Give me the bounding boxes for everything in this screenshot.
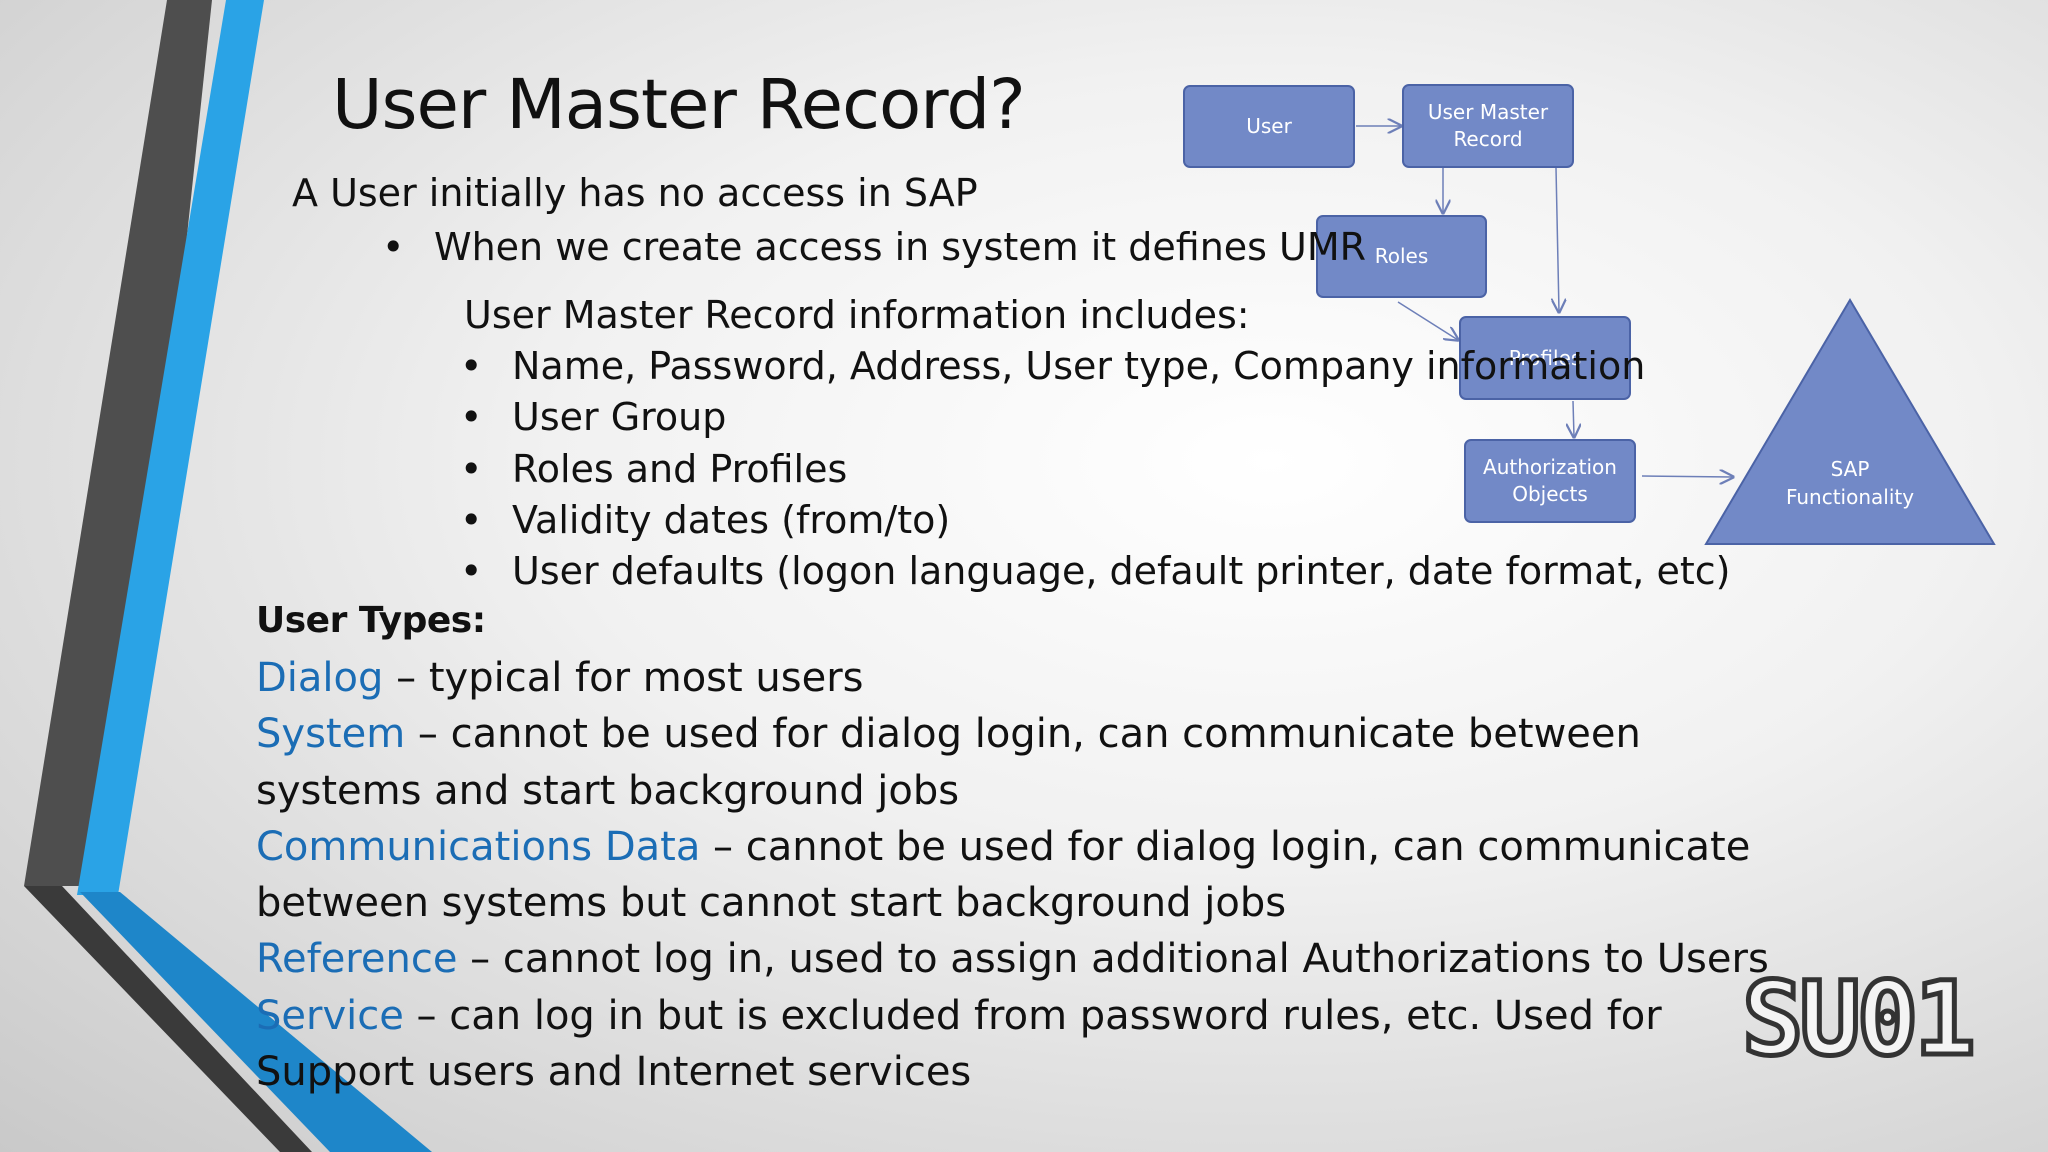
umr-bullet: Roles and Profiles: [460, 444, 1730, 496]
user-type-row: Reference – cannot log in, used to assig…: [256, 931, 1796, 987]
user-type-name: System: [256, 711, 406, 758]
sap-functionality-triangle: [1704, 298, 1996, 545]
slide-title: User Master Record?: [332, 65, 1026, 145]
user-type-desc: – cannot be used for dialog login, can c…: [256, 823, 1751, 927]
umr-bullet: Name, Password, Address, User type, Comp…: [460, 341, 1730, 393]
user-type-desc: – can log in but is excluded from passwo…: [256, 992, 1662, 1096]
user-types-heading: User Types:: [256, 600, 486, 641]
user-type-name: Reference: [256, 936, 458, 983]
dark-stripe: [24, 0, 212, 886]
umr-bullet: Validity dates (from/to): [460, 495, 1730, 547]
umr-intro-text: User Master Record information includes:: [464, 293, 1250, 337]
user-type-name: Communications Data: [256, 823, 701, 870]
node-umr-label: User Master Record: [1427, 100, 1549, 151]
user-type-desc: – cannot log in, used to assign addition…: [457, 936, 1769, 983]
user-type-desc: – typical for most users: [383, 655, 864, 701]
user-types-list: Dialog – typical for most users System –…: [256, 650, 1796, 1100]
transaction-code-badge: SU01: [1740, 960, 1979, 1079]
user-type-row: Communications Data – cannot be used for…: [256, 819, 1796, 932]
sap-functionality-label: SAP Functionality: [1785, 457, 1915, 509]
umr-bullet-list: Name, Password, Address, User type, Comp…: [460, 341, 1730, 598]
user-type-name: Dialog: [256, 655, 384, 701]
user-type-row: System – cannot be used for dialog login…: [256, 706, 1796, 819]
arrow-roles-to-profiles: [1397, 301, 1458, 340]
user-type-name: Service: [256, 992, 404, 1039]
node-roles-label: Roles: [1374, 244, 1429, 268]
node-user: User: [1183, 85, 1355, 168]
blue-diagonal: [80, 892, 432, 1152]
user-type-desc: – cannot be used for dialog login, can c…: [256, 711, 1641, 814]
intro-text: A User initially has no access in SAP: [292, 171, 978, 215]
node-user-label: User: [1246, 114, 1292, 138]
arrow-umr-to-profiles: [1556, 167, 1559, 312]
user-type-row: Service – can log in but is excluded fro…: [256, 988, 1796, 1101]
intro-bullet: When we create access in system it defin…: [382, 222, 1366, 272]
node-user-master-record: User Master Record: [1402, 84, 1574, 168]
user-type-row: Dialog – typical for most users: [256, 650, 1796, 706]
blue-stripe: [77, 0, 264, 895]
umr-bullet: User defaults (logon language, default p…: [460, 546, 1730, 598]
dark-diagonal: [24, 886, 312, 1152]
intro-bullet-list: When we create access in system it defin…: [382, 222, 1366, 272]
umr-bullet: User Group: [460, 392, 1730, 444]
